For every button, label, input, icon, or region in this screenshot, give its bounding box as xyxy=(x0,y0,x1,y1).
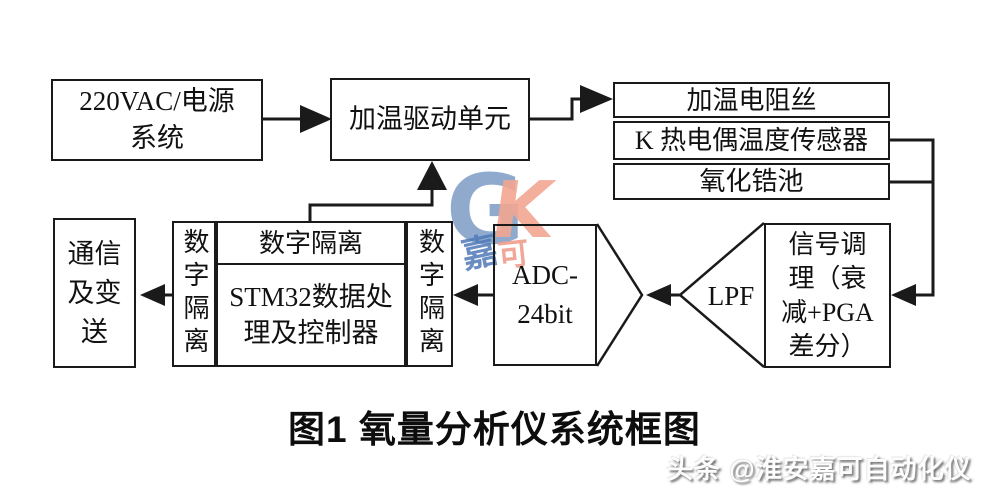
block-digital-isolation-right: 数字隔离 xyxy=(406,221,453,367)
adc-funnel-shape xyxy=(595,223,644,367)
lpf-label: LPF xyxy=(707,281,755,311)
arrowhead-power-to-drive xyxy=(300,105,332,133)
block-k-thermocouple-sensor: K 热电偶温度传感器 xyxy=(613,121,890,160)
block-stm32-controller: STM32数据处 理及控制器 xyxy=(216,263,406,367)
arrowhead-drive-to-wire xyxy=(580,85,613,113)
block-heating-resistance-wire: 加温电阻丝 xyxy=(613,82,890,118)
block-zirconia-cell: 氧化锆池 xyxy=(613,163,890,200)
arrowhead-adc-to-iso xyxy=(453,284,478,306)
block-adc-24bit: ADC- 24bit xyxy=(493,224,597,366)
arrowhead-lpf-to-adc xyxy=(646,284,671,306)
block-signal-conditioning: 信号调 理（衰 减+PGA 差分） xyxy=(764,223,891,368)
watermark-credit: 头条 @淮安嘉可自动化仪表 xyxy=(667,454,972,484)
arrowhead-iso-to-comm xyxy=(140,284,165,306)
arrowhead-into-signal-cond xyxy=(891,284,916,306)
block-digital-isolation-top: 数字隔离 xyxy=(216,221,406,265)
block-power-supply: 220VAC/电源 系统 xyxy=(51,79,263,161)
wire-sensor-rail xyxy=(890,138,935,297)
block-heater-drive-unit: 加温驱动单元 xyxy=(330,78,530,161)
block-communication-transmit: 通信 及变 送 xyxy=(53,218,136,368)
wire-drive-to-wire xyxy=(530,97,582,121)
block-digital-isolation-left: 数字隔离 xyxy=(172,221,216,367)
wire-iso-to-drive xyxy=(308,188,434,221)
logo-letter-g-icon: G xyxy=(446,154,525,266)
figure-caption: 图1 氧量分析仪系统框图 xyxy=(288,409,701,450)
arrowhead-iso-to-drive xyxy=(417,161,447,190)
